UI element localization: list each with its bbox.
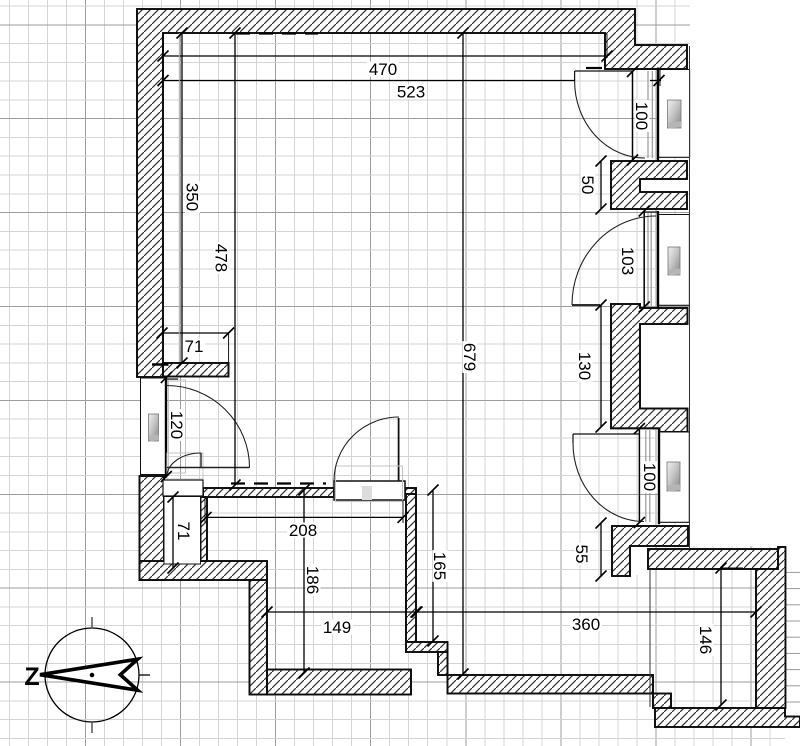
svg-text:523: 523: [397, 82, 425, 101]
svg-text:103: 103: [618, 247, 637, 275]
svg-text:130: 130: [575, 352, 594, 380]
svg-text:679: 679: [460, 343, 479, 371]
svg-text:71: 71: [185, 337, 204, 356]
svg-text:186: 186: [303, 566, 322, 594]
svg-text:478: 478: [212, 244, 231, 272]
svg-text:165: 165: [430, 552, 449, 580]
svg-text:208: 208: [289, 521, 317, 540]
svg-text:100: 100: [640, 463, 659, 491]
svg-text:100: 100: [632, 102, 651, 130]
svg-text:350: 350: [183, 183, 202, 211]
svg-text:55: 55: [572, 545, 591, 564]
svg-text:71: 71: [174, 522, 193, 541]
svg-text:149: 149: [323, 618, 351, 637]
svg-text:120: 120: [167, 411, 186, 439]
svg-text:146: 146: [696, 626, 715, 654]
svg-text:Z: Z: [24, 663, 39, 691]
svg-text:360: 360: [572, 615, 600, 634]
svg-text:470: 470: [369, 60, 397, 79]
svg-text:50: 50: [578, 176, 597, 195]
